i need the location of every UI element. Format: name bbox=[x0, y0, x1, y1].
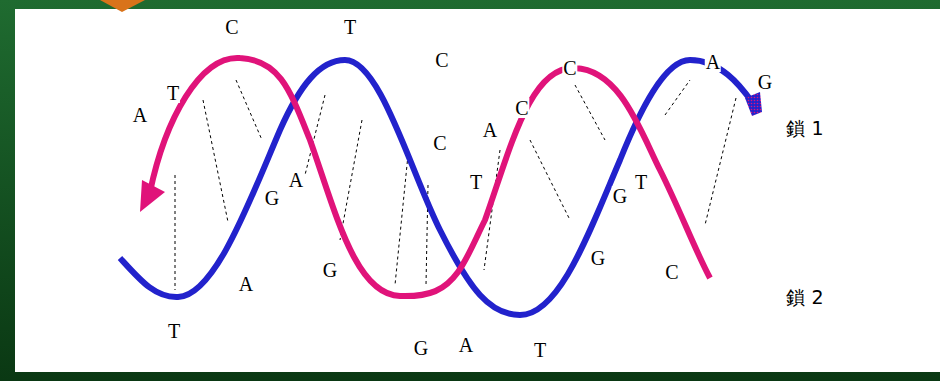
base-letter: T bbox=[533, 340, 547, 360]
base-letter: A bbox=[482, 120, 498, 140]
base-letter: A bbox=[132, 105, 148, 125]
base-letter: C bbox=[562, 58, 577, 78]
base-letter: T bbox=[166, 83, 180, 103]
base-letter: C bbox=[224, 17, 239, 37]
base-letter: A bbox=[705, 52, 721, 72]
base-letter: T bbox=[634, 172, 648, 192]
base-letter: G bbox=[413, 338, 429, 358]
base-letter: C bbox=[432, 133, 447, 153]
base-letter: T bbox=[167, 321, 181, 341]
strand-two bbox=[120, 60, 752, 315]
base-letter: C bbox=[514, 98, 529, 118]
base-letter: G bbox=[322, 260, 338, 280]
base-letter: C bbox=[434, 50, 449, 70]
base-letter: A bbox=[458, 335, 474, 355]
base-letter: G bbox=[612, 186, 628, 206]
base-letter: A bbox=[288, 170, 304, 190]
base-letter: T bbox=[469, 172, 483, 192]
base-letter: C bbox=[664, 262, 679, 282]
strand-one bbox=[150, 58, 710, 296]
base-letter: T bbox=[343, 17, 357, 37]
strand-end bbox=[745, 92, 762, 116]
orange-tab bbox=[100, 0, 145, 12]
base-letter: G bbox=[757, 72, 773, 92]
strand-label: 鎖 2 bbox=[785, 288, 824, 307]
strand-arrowhead bbox=[140, 180, 165, 212]
strand-label: 鎖 1 bbox=[785, 119, 824, 138]
base-letter: G bbox=[264, 188, 280, 208]
base-letter: G bbox=[590, 248, 606, 268]
base-letter: A bbox=[238, 274, 254, 294]
white-panel bbox=[15, 9, 940, 372]
